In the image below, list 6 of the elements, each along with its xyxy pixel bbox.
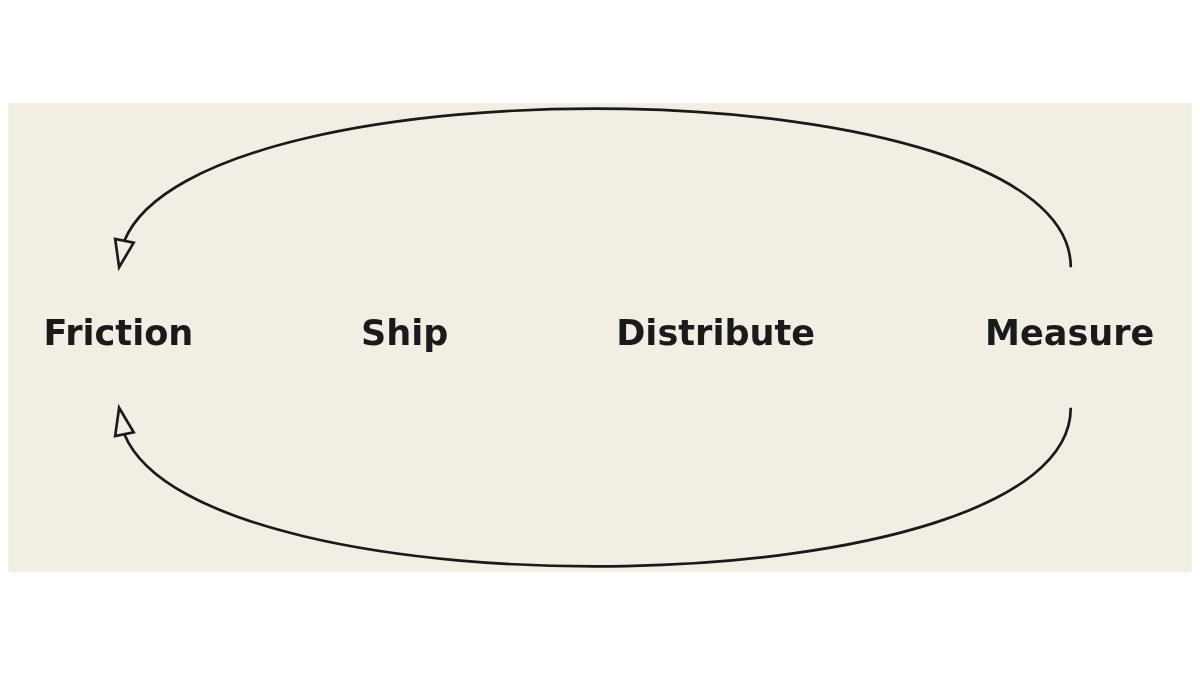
arrow (113, 403, 1073, 568)
arrow (113, 107, 1073, 272)
node-text: Distribute (616, 311, 816, 353)
node-text: Measure (984, 311, 1155, 353)
node-text: Ship (360, 311, 449, 353)
node-text: Friction (43, 311, 194, 353)
